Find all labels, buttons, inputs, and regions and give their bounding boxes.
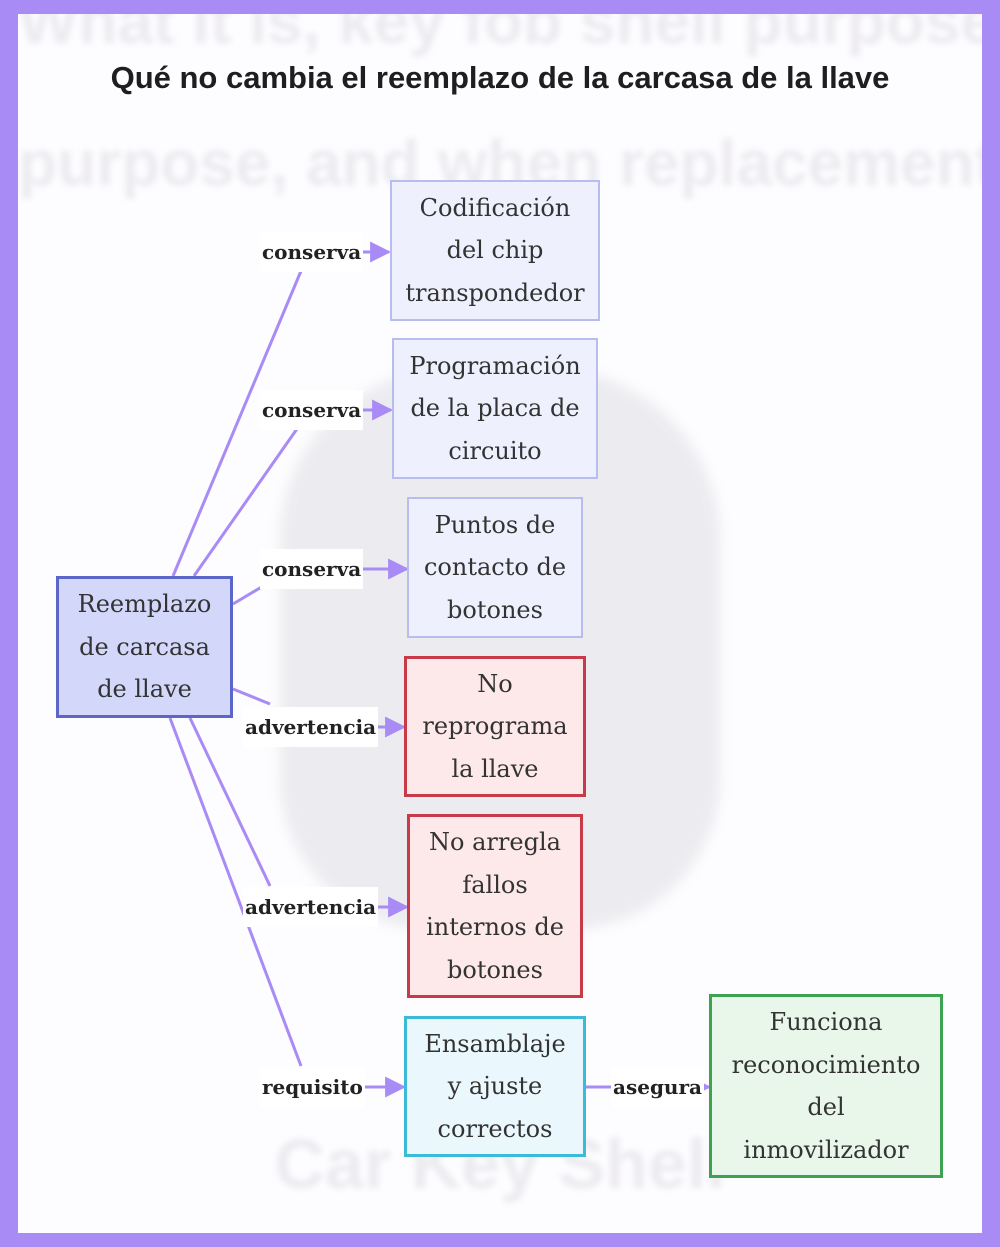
edge-label-asegura: asegura bbox=[611, 1067, 704, 1107]
edge-label-conserva-contacts: conserva bbox=[260, 549, 364, 589]
edge-chip bbox=[171, 270, 303, 577]
diagram-canvas: What it is, key fob shell purpose purpos… bbox=[18, 14, 982, 1233]
edge-faults bbox=[188, 717, 272, 887]
edge-label-advertencia-faults: advertencia bbox=[243, 887, 379, 927]
edge-reprogram bbox=[232, 687, 271, 706]
edge-circuit bbox=[192, 425, 301, 577]
background-text-top: What it is, key fob shell purpose bbox=[18, 14, 982, 57]
edge-label-requisito: requisito bbox=[260, 1067, 365, 1107]
edge-label-advertencia-reprogram: advertencia bbox=[243, 707, 379, 747]
edge-label-conserva-chip: conserva bbox=[260, 232, 364, 272]
edge-assembly bbox=[168, 717, 303, 1067]
diagram-title: Qué no cambia el reemplazo de la carcasa… bbox=[110, 60, 890, 95]
edge-label-conserva-circuit: conserva bbox=[260, 390, 364, 430]
